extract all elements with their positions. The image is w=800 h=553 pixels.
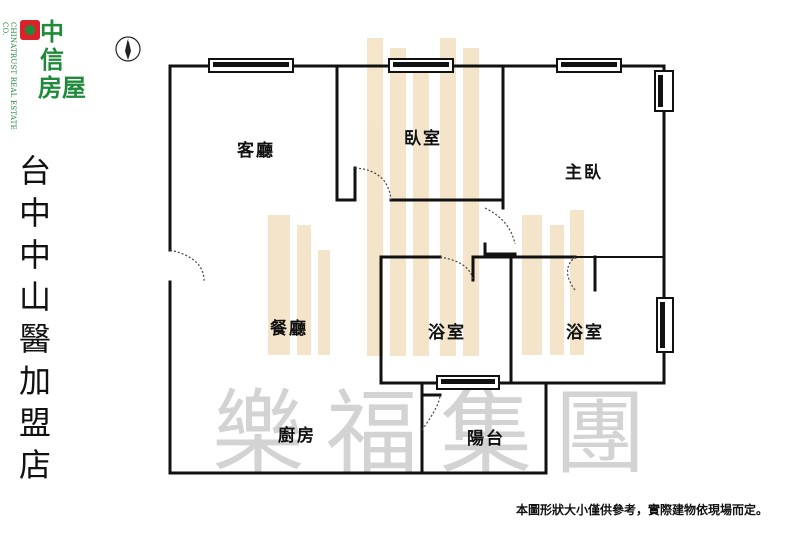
brand-name-line1: 中信 [40,17,64,74]
room-bathroom-1: 浴室 [428,323,466,343]
room-living-room: 客廳 [237,141,275,161]
room-dining-room: 餐廳 [270,319,308,339]
room-bedroom: 臥室 [404,129,442,149]
room-master-bedroom: 主臥 [565,163,603,183]
brand-english-name: CHINATRUST REAL ESTATE CO. [1,22,17,130]
watermark-text: 樂福集團 [211,380,668,487]
brand-name-line2: 房屋 [38,73,86,102]
compass-label: N [126,37,131,44]
room-bathroom-2: 浴室 [566,323,604,343]
compass-icon: N [115,36,141,62]
room-kitchen: 廚房 [278,426,316,446]
room-balcony: 陽台 [467,429,505,449]
disclaimer-text: 本圖形狀大小僅供參考，實際建物依現場而定。 [515,503,768,517]
brand-logo-icon [20,20,40,40]
brand-chinese-name: 中信 房屋 [38,18,86,102]
branch-name: 台 中 中 山 醫 加 盟 店 [18,152,51,484]
